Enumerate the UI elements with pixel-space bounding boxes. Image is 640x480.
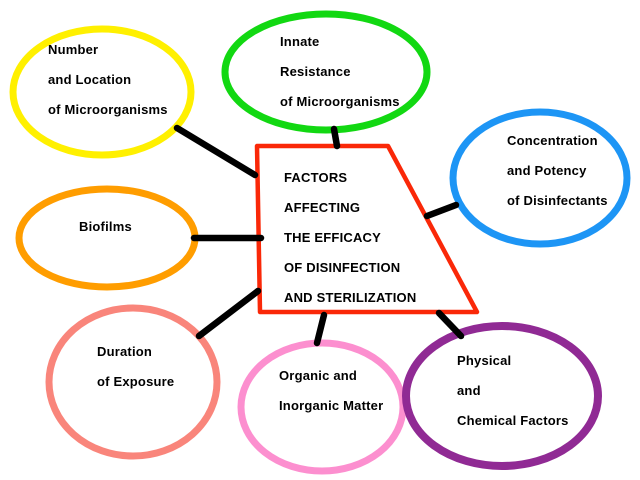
connector-innate-resistance [330, 125, 341, 150]
label-line: OF DISINFECTION [284, 260, 401, 275]
label-line: and Location [48, 72, 132, 87]
label-line: and Potency [507, 163, 587, 178]
label-organic-and-inorganic-matter: Organic and Inorganic Matter [279, 361, 383, 421]
label-line: Duration [97, 344, 153, 359]
label-number-and-location-of-microorganisms: Number and Location of Microorganisms [48, 35, 168, 125]
connector-concentration-and-potency [423, 201, 460, 220]
label-line: AFFECTING [284, 200, 361, 215]
label-line: Resistance [280, 64, 351, 79]
label-line: Concentration [507, 133, 598, 148]
label-line: and [457, 383, 481, 398]
trapezoid-factors-affecting-efficacy [254, 143, 480, 315]
label-line: of Microorganisms [280, 94, 400, 109]
label-line: THE EFFICACY [284, 230, 382, 245]
connector-physical-and-chemical-factors [435, 309, 465, 340]
label-line: Inorganic Matter [279, 398, 384, 413]
ellipse-organic-and-inorganic-matter [237, 339, 407, 475]
label-line: Number [48, 42, 99, 57]
label-factors-affecting-efficacy: FACTORS AFFECTING THE EFFICACY OF DISINF… [284, 163, 416, 313]
label-line: AND STERILIZATION [284, 290, 417, 305]
label-physical-and-chemical-factors: Physical and Chemical Factors [457, 346, 569, 436]
label-line: of Exposure [97, 374, 175, 389]
label-line: of Microorganisms [48, 102, 168, 117]
label-biofilms: Biofilms [79, 212, 132, 242]
label-line: FACTORS [284, 170, 348, 185]
ellipse-duration-of-exposure [45, 304, 221, 460]
label-line: Innate [280, 34, 320, 49]
label-line: Organic and [279, 368, 358, 383]
connector-duration-of-exposure [195, 287, 262, 340]
label-concentration-and-potency-of-disinfectants: Concentration and Potency of Disinfectan… [507, 126, 608, 216]
ellipse-innate-resistance-of-microorganisms [221, 10, 431, 134]
label-duration-of-exposure: Duration of Exposure [97, 337, 174, 397]
label-line: Physical [457, 353, 512, 368]
connector-organic-and-inorganic-matter [313, 311, 328, 347]
ellipse-concentration-and-potency-of-disinfectants [449, 108, 631, 248]
label-line: Chemical Factors [457, 413, 569, 428]
label-line: Biofilms [79, 219, 132, 234]
ellipse-physical-and-chemical-factors [402, 322, 602, 470]
connector-number-and-location [173, 124, 259, 179]
label-line: of Disinfectants [507, 193, 608, 208]
ellipse-number-and-location-of-microorganisms [9, 25, 195, 159]
label-innate-resistance-of-microorganisms: Innate Resistance of Microorganisms [280, 27, 400, 117]
